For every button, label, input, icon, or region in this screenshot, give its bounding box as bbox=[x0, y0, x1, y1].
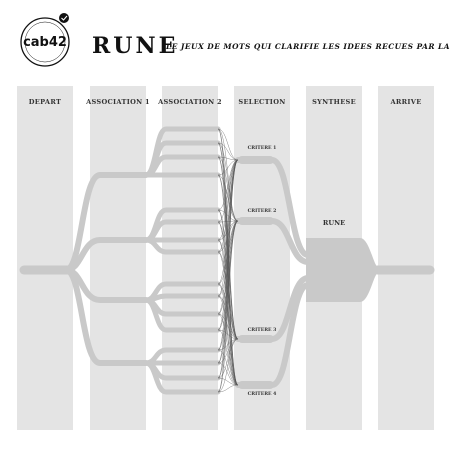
connection-line bbox=[217, 329, 239, 340]
flow-critere4-to-synthese bbox=[235, 282, 311, 388]
connection-line bbox=[217, 156, 239, 340]
connection-line bbox=[217, 142, 239, 222]
connection-line bbox=[217, 142, 239, 340]
critere-2-bar bbox=[238, 217, 274, 225]
connection-line bbox=[217, 156, 239, 161]
connection-line bbox=[217, 128, 239, 222]
critere-2-label: CRITERE 2 bbox=[248, 208, 277, 214]
critere-1-bar bbox=[238, 156, 274, 164]
connection-line bbox=[217, 251, 239, 340]
column-header-depart: DEPART bbox=[29, 98, 61, 106]
column-header-association-2: ASSOCIATION 2 bbox=[157, 98, 222, 106]
flow-a2-group3-4 bbox=[143, 297, 221, 333]
logo-inner-ring bbox=[24, 21, 66, 63]
criterion-bars bbox=[238, 156, 274, 389]
logo-check-icon bbox=[61, 15, 68, 21]
column-header-synthese: SYNTHESE bbox=[312, 98, 356, 106]
synthese-label: RUNE bbox=[323, 219, 345, 227]
criteria-connection-lines bbox=[217, 128, 239, 393]
connection-line bbox=[217, 159, 239, 241]
connection-line bbox=[217, 174, 239, 222]
column-association-1 bbox=[90, 86, 146, 430]
critere-3-bar bbox=[238, 335, 274, 343]
critere-4-bar bbox=[238, 381, 274, 389]
connection-line bbox=[217, 384, 239, 393]
column-headers: DEPART ASSOCIATION 1 ASSOCIATION 2 SELEC… bbox=[29, 98, 421, 106]
connection-line bbox=[217, 239, 239, 386]
flow-a2-group2-4 bbox=[143, 237, 221, 255]
connection-line bbox=[217, 251, 239, 386]
synthese-blob bbox=[306, 238, 376, 302]
column-header-selection: SELECTION bbox=[238, 98, 285, 106]
connection-line bbox=[217, 209, 239, 222]
critere-4-label: CRITERE 4 bbox=[248, 391, 277, 397]
column-depart bbox=[17, 86, 73, 430]
connection-line bbox=[217, 329, 239, 386]
connection-line bbox=[217, 313, 239, 386]
connection-line bbox=[217, 159, 239, 253]
column-header-association-1: ASSOCIATION 1 bbox=[85, 98, 150, 106]
connection-line bbox=[217, 221, 239, 386]
connection-line bbox=[217, 159, 239, 176]
connection-line bbox=[217, 156, 239, 222]
connection-line bbox=[217, 142, 239, 161]
logo-text: cab42 bbox=[23, 35, 67, 50]
column-arrive bbox=[378, 86, 434, 430]
page-title: RUNE bbox=[92, 33, 178, 59]
connection-line bbox=[217, 377, 239, 386]
connection-line bbox=[217, 221, 239, 340]
critere-3-label: CRITERE 3 bbox=[248, 327, 277, 333]
connection-line bbox=[217, 239, 239, 340]
connection-line bbox=[217, 283, 239, 340]
critere-1-label: CRITERE 1 bbox=[248, 145, 277, 151]
connection-line bbox=[217, 159, 239, 393]
logo-badge-icon bbox=[59, 13, 69, 23]
connection-line bbox=[217, 220, 239, 393]
connection-line bbox=[217, 295, 239, 386]
page-subtitle: LE JEUX DE MOTS QUI CLARIFIE LES IDEES R… bbox=[165, 42, 452, 51]
logo-outer-ring bbox=[20, 17, 70, 67]
flow-critere1-to-synthese bbox=[235, 157, 311, 258]
connection-line bbox=[217, 159, 239, 223]
connection-line bbox=[217, 338, 239, 393]
flow-a1-branch-4 bbox=[63, 267, 149, 366]
column-header-arrive: ARRIVE bbox=[389, 98, 421, 106]
flow-a2-group4-4 bbox=[143, 360, 221, 395]
cab42-logo: cab42 bbox=[20, 13, 70, 67]
